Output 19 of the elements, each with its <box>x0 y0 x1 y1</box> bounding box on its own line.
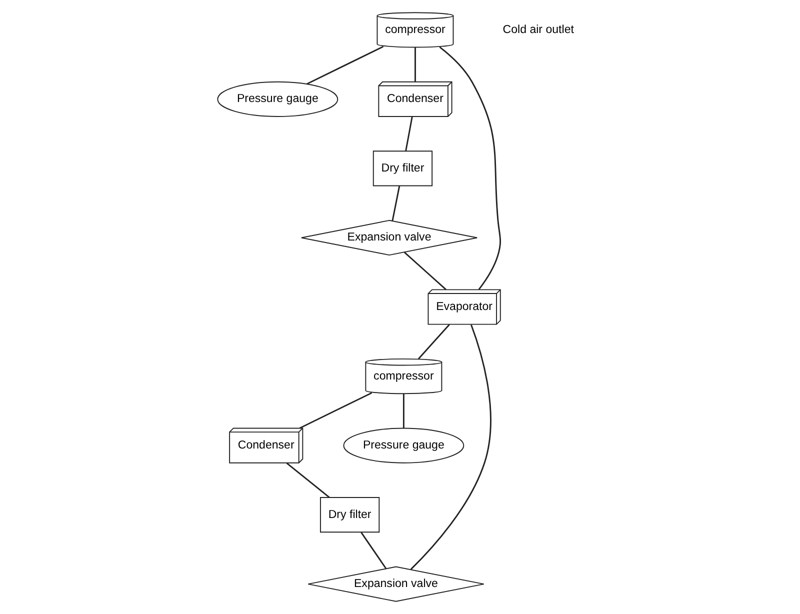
connector <box>299 392 372 429</box>
connector <box>402 394 404 428</box>
connector <box>439 46 501 290</box>
label: Cold air outlet <box>502 24 574 36</box>
node-diamond: Expansion valve <box>300 220 478 256</box>
connector <box>414 48 416 82</box>
connector <box>306 46 384 84</box>
node-ellipse: Pressure gauge <box>217 81 338 117</box>
connector <box>286 462 330 498</box>
connector <box>404 252 446 290</box>
connector <box>410 324 492 570</box>
connector <box>418 324 450 360</box>
node-ellipse: Pressure gauge <box>343 428 464 464</box>
connector <box>392 186 400 221</box>
connector <box>360 532 387 569</box>
node-box: Dry filter <box>320 497 380 533</box>
node-box: Dry filter <box>372 150 433 186</box>
connector <box>405 116 413 152</box>
node-diamond: Expansion valve <box>308 566 484 602</box>
